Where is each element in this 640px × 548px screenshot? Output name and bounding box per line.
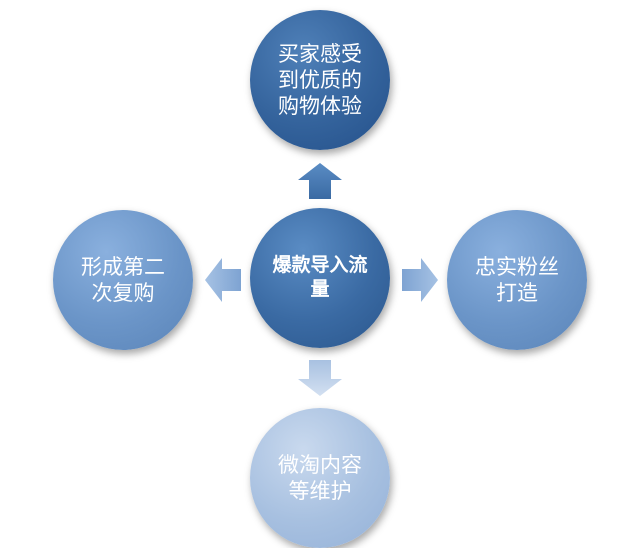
node-top-line3: 购物体验: [278, 94, 362, 119]
node-left: 形成第二 次复购: [53, 210, 193, 350]
arrow-up-icon: [298, 163, 342, 199]
node-center-line1: 爆款导入流: [272, 254, 368, 277]
node-center-line2: 量: [310, 278, 330, 300]
node-left-line2: 次复购: [91, 281, 155, 305]
arrow-left-icon: [205, 258, 241, 302]
arrow-down-icon: [298, 360, 342, 396]
node-bottom-line1: 微淘内容: [278, 452, 362, 477]
arrow-right-icon: [402, 258, 438, 302]
node-bottom: 微淘内容 等维护: [250, 408, 390, 548]
node-center: 爆款导入流 量: [250, 208, 390, 348]
node-right-line1: 忠实粉丝: [475, 254, 559, 279]
node-top-line2: 到优质的: [278, 67, 362, 92]
node-top-line1: 买家感受: [278, 41, 362, 66]
node-right-line2: 打造: [496, 281, 538, 305]
node-left-line1: 形成第二: [81, 254, 165, 279]
cycle-diagram: 买家感受 到优质的 购物体验 形成第二 次复购 爆款导入流 量 忠实粉丝 打造 …: [53, 10, 587, 548]
node-bottom-line2: 等维护: [288, 479, 352, 503]
node-right: 忠实粉丝 打造: [447, 210, 587, 350]
node-top: 买家感受 到优质的 购物体验: [250, 10, 390, 150]
